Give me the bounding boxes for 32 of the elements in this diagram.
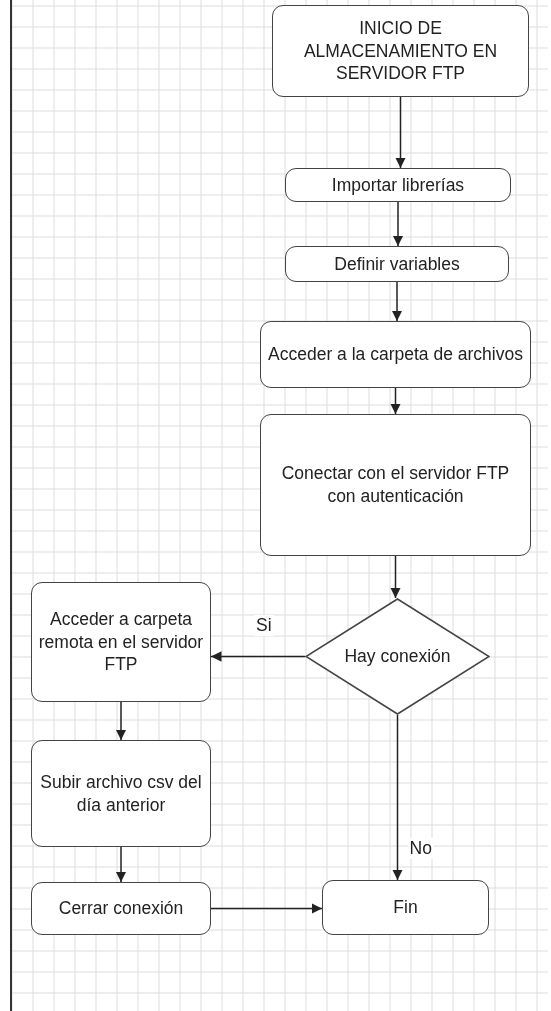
node-text: Cerrar conexión [57, 897, 185, 920]
process-box [285, 168, 511, 202]
process-box [285, 246, 509, 282]
arrow [390, 555, 401, 599]
start-box [272, 5, 529, 97]
node-text: Acceder a la carpeta de archivos [267, 343, 524, 366]
process-box [31, 582, 211, 702]
edge-label: No [407, 837, 434, 859]
process-box [260, 321, 531, 388]
arrow [210, 651, 306, 662]
node-text: INICIO DE ALMACENAMIENTO EN SERVIDOR FTP [302, 16, 499, 86]
node-text: Fin [392, 896, 419, 919]
node-text: Subir archivo csv del día anterior [39, 770, 203, 817]
node-text: Definir variables [333, 252, 461, 276]
arrow [210, 903, 323, 914]
edge-label: Si [254, 614, 274, 636]
arrow [390, 387, 401, 415]
process-box [260, 414, 531, 556]
arrow [395, 96, 406, 169]
node-text: Conectar con el servidor FTP con autenticación [280, 462, 511, 508]
arrow [391, 281, 403, 322]
arrow [392, 201, 404, 247]
node-text: Acceder a carpeta remota en el servidor FTP [37, 607, 205, 677]
arrow [115, 701, 127, 741]
node-text: Hay conexión [343, 645, 452, 668]
arrow [115, 846, 127, 883]
process-box [31, 882, 211, 935]
end-box [322, 880, 489, 935]
decision-diamond [305, 598, 490, 715]
process-box [31, 740, 211, 847]
arrow [392, 714, 403, 881]
node-text: Importar librerías [330, 173, 466, 197]
